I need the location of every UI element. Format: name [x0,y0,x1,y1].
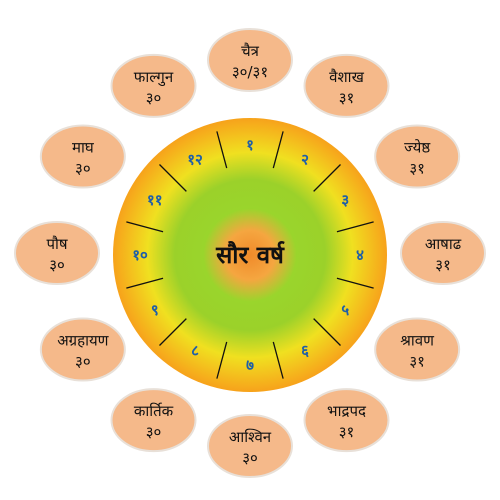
month-bubble-shape [303,388,390,453]
month-divider-ticks [126,131,374,379]
month-bubble-shape [400,221,486,285]
month-number: ९ [151,301,159,319]
month-bubble-shape [14,221,100,285]
month-bubble: चैत्र ३०/३१ [207,28,293,92]
month-bubble-shape [303,53,390,118]
divider-tick [216,131,228,169]
month-days: ३० [75,160,91,178]
month-name: माघ [72,139,95,157]
month-number: ८ [191,341,199,359]
month-bubble-shape [39,124,126,189]
divider-tick [272,341,284,379]
month-bubble-shape [374,124,461,189]
month-bubble-shape [110,388,197,453]
month-number: ६ [301,341,309,359]
month-number: १ [246,136,254,154]
month-days: ३१ [409,353,425,371]
month-number: २ [301,151,309,169]
divider-tick [336,221,374,233]
divider-tick [159,164,187,192]
month-bubble-shape [110,53,197,118]
month-bubble: आश्विन ३० [207,414,293,478]
month-number: ४ [356,246,364,264]
month-bubble: श्रावण ३१ [374,317,461,382]
month-days: ३० [146,423,162,441]
month-name: आषाढ [425,235,462,253]
divider-tick [272,131,284,169]
month-days: ३० [75,353,91,371]
month-number: ११ [147,191,163,209]
month-bubble: फाल्गुन ३० [110,53,197,118]
month-name: श्रावण [400,332,435,350]
month-name: पौष [46,235,67,253]
month-days: ३१ [435,256,451,274]
center-title: सौर वर्ष [215,241,285,269]
month-bubble-shape [39,317,126,382]
month-bubble: कार्तिक ३० [110,388,197,453]
month-bubble: वैशाख ३१ [303,53,390,118]
month-name: कार्तिक [134,402,174,420]
month-bubble: माघ ३० [39,124,126,189]
month-name: अग्रहायण [57,332,109,350]
month-bubble: आषाढ ३१ [400,221,486,285]
month-bubble: ज्येष्ठ ३१ [374,124,461,189]
month-name: चैत्र [241,42,260,60]
month-number: ७ [246,356,254,374]
month-days: ३० [49,256,65,274]
month-days: ३०/३१ [232,63,268,81]
month-days: ३० [146,89,162,107]
month-days: ३१ [409,160,425,178]
month-name: आश्विन [229,428,272,446]
divider-tick [126,221,164,233]
month-bubble-shape [374,317,461,382]
divider-tick [313,164,341,192]
month-days: ३१ [339,89,355,107]
month-bubble: पौष ३० [14,221,100,285]
divider-tick [216,341,228,379]
month-name: फाल्गुन [134,68,174,87]
month-days: ३० [242,449,258,467]
month-number: ५ [341,301,349,319]
month-name: वैशाख [329,68,364,86]
month-bubble-shape [207,28,293,92]
divider-tick [336,277,374,289]
month-bubble-shape [207,414,293,478]
month-name: भाद्रपद [327,402,367,420]
divider-tick [159,318,187,346]
month-name: ज्येष्ठ [404,139,431,157]
month-days: ३१ [339,423,355,441]
month-number: ३ [341,191,349,209]
divider-tick [313,318,341,346]
month-bubble: अग्रहायण ३० [39,317,126,382]
month-number: १२ [187,151,203,169]
month-number: १० [132,246,148,264]
month-bubble: भाद्रपद ३१ [303,388,390,453]
divider-tick [126,277,164,289]
